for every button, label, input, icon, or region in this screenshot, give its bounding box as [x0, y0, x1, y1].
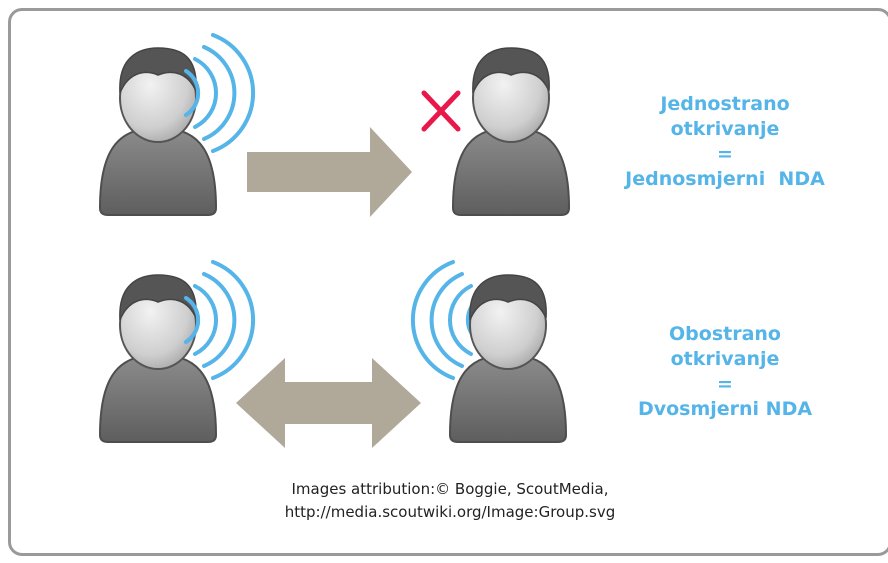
caption-line: Obostrano: [669, 323, 781, 345]
two-way-caption: Obostrano otkrivanje = Dvosmjerni NDA: [580, 322, 870, 422]
person-icon: [449, 274, 567, 443]
person-icon: [99, 274, 217, 443]
image-attribution: Images attribution:© Boggie, ScoutMedia,…: [150, 478, 750, 524]
caption-line: Jednostrano: [660, 93, 790, 115]
caption-line: otkrivanje: [670, 118, 780, 140]
caption-line: otkrivanje: [670, 348, 780, 370]
attribution-url: http://media.scoutwiki.org/Image:Group.s…: [284, 503, 616, 521]
caption-line: Dvosmjerni NDA: [637, 398, 813, 420]
cross-icon: [421, 90, 461, 132]
one-way-caption: Jednostrano otkrivanje = Jednosmjerni ND…: [580, 92, 870, 192]
caption-equals: =: [717, 143, 733, 165]
double-arrow-icon: [236, 358, 421, 448]
attribution-line: Images attribution:© Boggie, ScoutMedia,: [291, 480, 609, 498]
person-icon: [99, 47, 217, 216]
caption-equals: =: [717, 373, 733, 395]
arrow-right-icon: [247, 127, 412, 217]
caption-line: Jednosmjerni NDA: [625, 168, 825, 190]
person-icon: [452, 47, 570, 216]
